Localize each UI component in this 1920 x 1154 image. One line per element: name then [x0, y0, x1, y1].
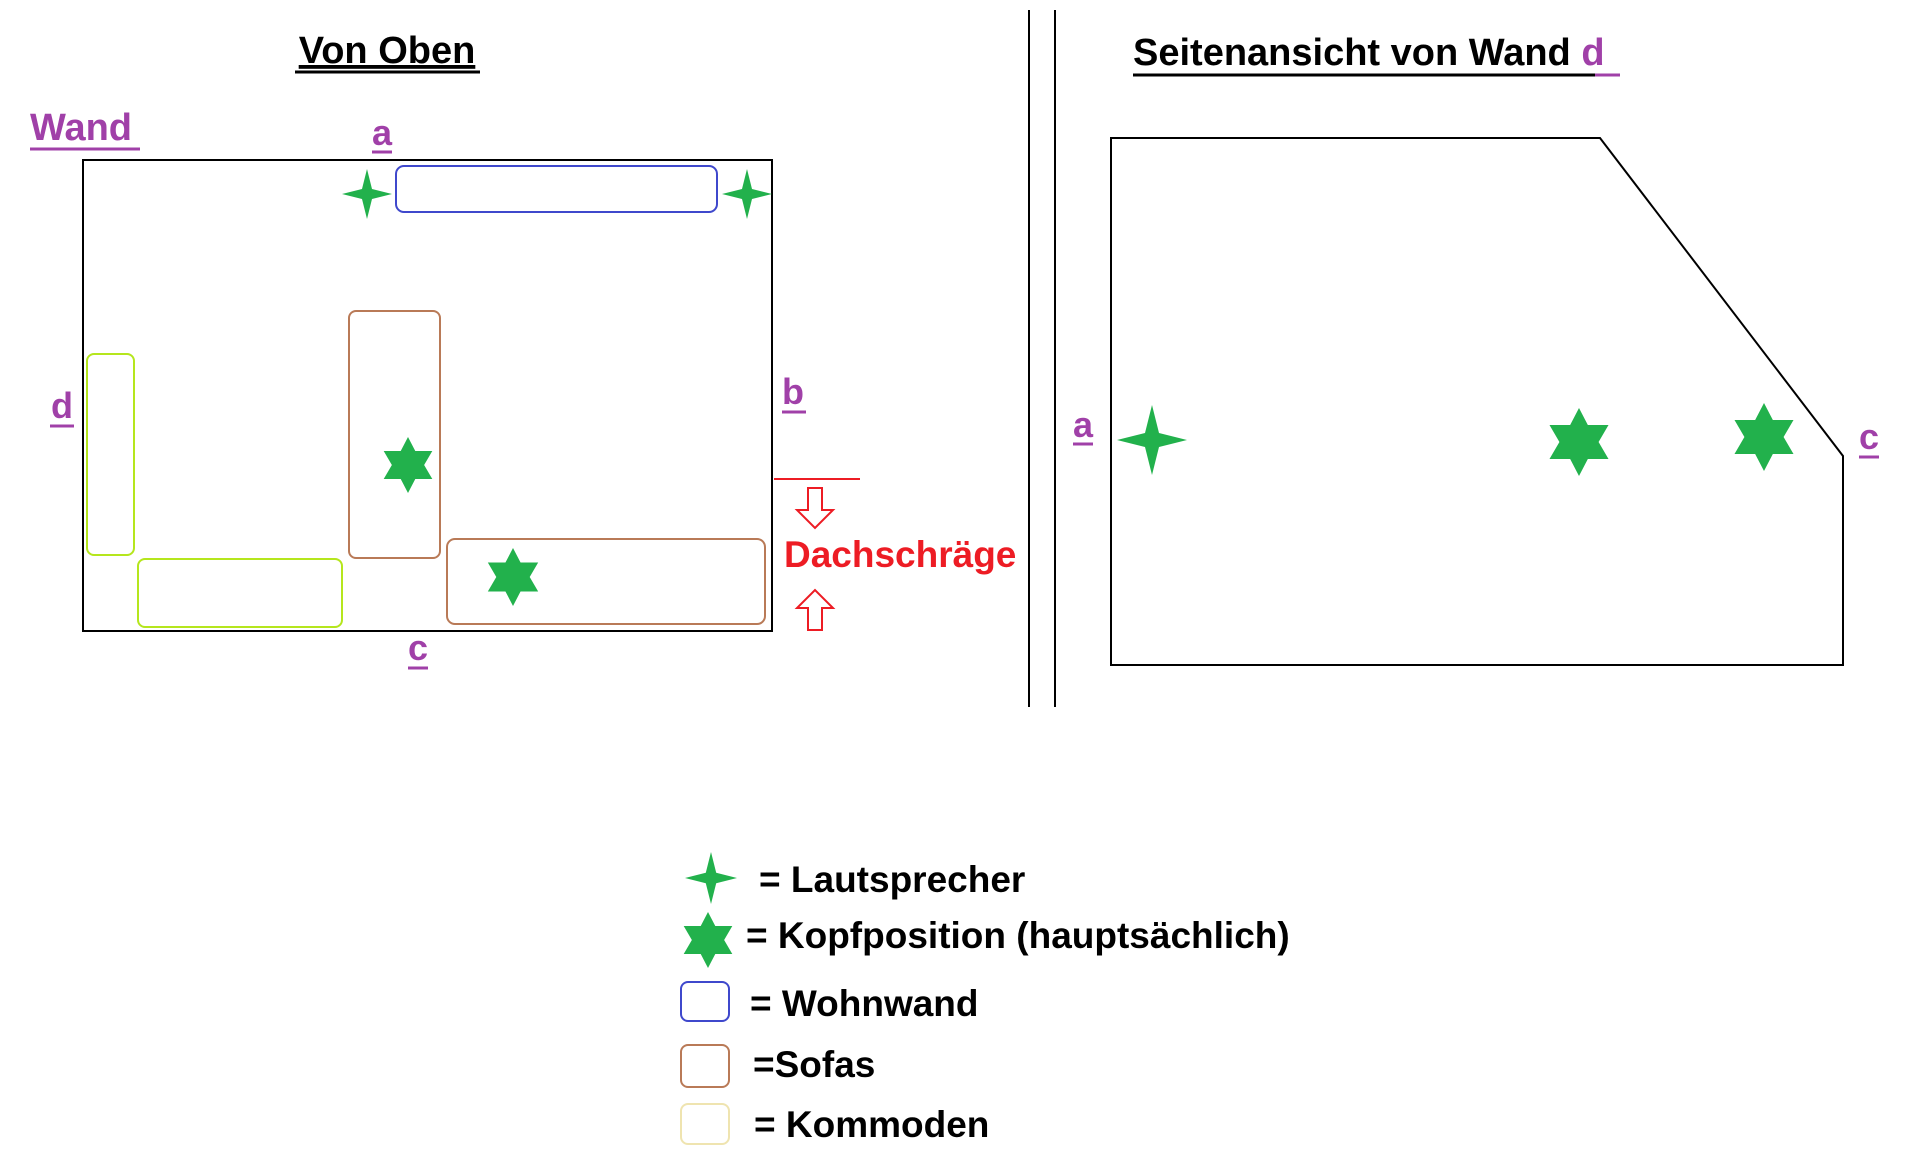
- top-view-title: Von Oben: [299, 30, 476, 72]
- legend-kommode-icon: [680, 1103, 730, 1145]
- legend-kommode-text: = Kommoden: [754, 1104, 989, 1145]
- side-speaker-icon: [1117, 405, 1187, 475]
- wall-label-c: c: [408, 627, 428, 668]
- roof-arrow-down-icon: [794, 487, 836, 530]
- side-view-outline: [1110, 137, 1844, 666]
- top-view: Von Oben Wand a b c d Dachschräge: [30, 30, 1016, 670]
- side-view-title-prefix: Seitenansicht von Wand: [1133, 32, 1581, 74]
- legend-speaker-text: = Lautsprecher: [759, 859, 1025, 900]
- wohnwand: [395, 165, 718, 213]
- legend-sofa-text: =Sofas: [753, 1044, 875, 1085]
- legend: = Lautsprecher = Kopfposition (hauptsäch…: [680, 852, 1290, 1145]
- legend-sofa-icon: [680, 1044, 730, 1088]
- side-view-title: Seitenansicht von Wand d: [1133, 32, 1605, 74]
- kommode-left: [86, 353, 135, 556]
- sofa-vertical: [348, 310, 441, 559]
- kommode-bottom: [137, 558, 343, 628]
- head-position-sofa-horizontal-icon: [487, 548, 539, 606]
- legend-wohnwand-text: = Wohnwand: [750, 983, 979, 1024]
- side-label-c: c: [1859, 416, 1879, 457]
- roof-arrow-up-icon: [794, 588, 836, 631]
- side-view-title-wall: d: [1581, 32, 1604, 74]
- speaker-right-icon: [722, 169, 772, 219]
- room-outline: [82, 159, 773, 632]
- side-label-a: a: [1073, 404, 1094, 445]
- legend-head-icon: [683, 912, 733, 968]
- legend-speaker-icon: [685, 852, 737, 904]
- sofa-horizontal: [446, 538, 766, 625]
- legend-wohnwand-icon: [680, 981, 730, 1022]
- side-head-position-2-icon: [1734, 403, 1794, 471]
- side-view: Seitenansicht von Wand d a c: [1073, 32, 1879, 666]
- wall-label-b: b: [782, 371, 804, 412]
- wall-label-a: a: [372, 112, 393, 153]
- roof-label: Dachschräge: [784, 534, 1016, 575]
- side-head-position-1-icon: [1549, 408, 1609, 476]
- head-position-sofa-vertical-icon: [383, 437, 433, 493]
- legend-head-text: = Kopfposition (hauptsächlich): [746, 915, 1290, 956]
- wall-heading: Wand: [30, 107, 132, 149]
- wall-label-d: d: [51, 385, 73, 426]
- speaker-left-icon: [342, 169, 392, 219]
